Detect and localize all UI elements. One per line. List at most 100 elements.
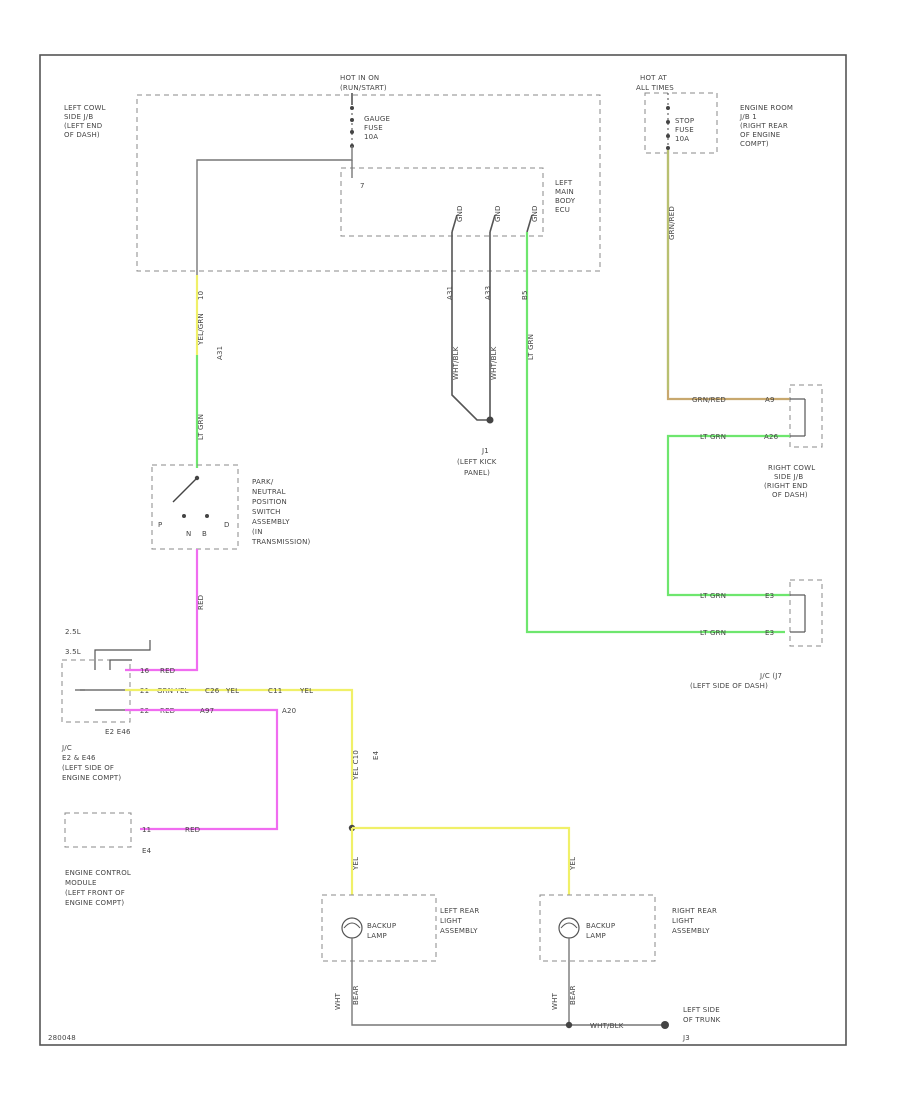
diagram-frame — [39, 54, 847, 1046]
wire-wht-left: WHT — [334, 992, 342, 1010]
jc-engine-switch — [94, 640, 151, 670]
svg-text:D: D — [224, 521, 230, 529]
wire-yel-c: C11 — [268, 687, 282, 695]
wire-lamps-ground — [351, 938, 665, 1026]
wire-ltgrn-ecu: LT GRN — [527, 334, 535, 360]
gauge-fuse-icon — [350, 106, 354, 148]
pin-lamp-split: YEL C10 — [352, 750, 360, 781]
wire-yel-b: YEL — [225, 687, 239, 695]
jc-pins-label: E2 E46 — [105, 728, 131, 736]
wire-jc-to-ecm — [125, 708, 279, 831]
stop-fuse-label: STOP FUSE 10A — [675, 117, 697, 143]
wire-right-cowl-to-jc7 — [666, 434, 790, 597]
ecu-switch-c — [526, 214, 533, 233]
pin-lamp-split-b: E4 — [372, 750, 380, 760]
left-backup-lamp-label: BACKUP LAMP — [367, 922, 399, 940]
wire-ecu-to-jc7 — [525, 232, 785, 634]
pin-left-lamp: BEAR — [352, 985, 360, 1005]
hot-run-sub: (RUN/START) — [340, 84, 387, 92]
ecu-switch-a — [451, 214, 458, 233]
wire-grn-red-vertical: GRN/RED — [668, 206, 676, 240]
jc-engine-label: J/C E2 & E46 (LEFT SIDE OF ENGINE COMPT) — [61, 744, 121, 782]
wire-red-a: RED — [160, 667, 175, 675]
wire-yel-grn-label: YEL/GRN — [197, 313, 205, 346]
pin-jc7-b: E3 — [765, 629, 774, 637]
ground-j1-label: J1 (LEFT KICK PANEL) — [457, 447, 499, 477]
engine-3-5-label: 3.5L — [65, 648, 81, 656]
pin-ecu-in: 7 — [360, 182, 365, 190]
pin-ecu-a: GND — [456, 205, 464, 222]
jc7-label: J/C (J7 (LEFT SIDE OF DASH) — [690, 672, 785, 690]
wire-yel-a: C26 — [205, 687, 220, 695]
diagram-id: 280048 — [48, 1034, 76, 1042]
left-rear-light-label: LEFT REAR LIGHT ASSEMBLY — [440, 907, 482, 935]
pnp-switch-box — [151, 464, 239, 550]
svg-text:B: B — [202, 530, 207, 538]
hot-at-all-times-label: HOT AT ALL TIMES — [636, 74, 674, 92]
ground-j1-dot — [486, 416, 494, 424]
wire-grn-red-horizontal: GRN/RED — [692, 396, 726, 404]
engine-room-jb-box — [644, 92, 718, 154]
wire-ltgrn-b: LT GRN — [700, 592, 726, 600]
pnp-positions: P N B D — [158, 521, 230, 538]
wire-stop-to-right-cowl — [666, 150, 790, 401]
pin-jc-a: 16 — [140, 667, 150, 675]
wire-lt-grn-pnp-label: LT GRN — [197, 414, 205, 440]
ground-trunk-id: J3 — [682, 1034, 690, 1042]
wire-fuse-to-pnp — [196, 146, 353, 275]
ecm-label: ENGINE CONTROL MODULE (LEFT FRONT OF ENG… — [65, 869, 133, 907]
wire-pnp-to-jc — [125, 549, 199, 672]
jc-engine-switch-b — [109, 659, 132, 670]
wire-wht-blk-a: WHT/BLK — [452, 346, 460, 380]
pnp-switch-arm — [172, 477, 198, 503]
pin-ecu-c-conn: B5 — [521, 290, 529, 300]
wire-wht-right: WHT — [551, 992, 559, 1010]
ecu-switch-b — [489, 214, 496, 233]
wire-yel-left-lamp: YEL — [352, 857, 360, 871]
left-rear-light-box — [321, 894, 437, 962]
pin-ecu-a-conn: A31 — [446, 286, 454, 300]
gauge-fuse-label: GAUGE FUSE 10A — [364, 115, 393, 141]
stop-fuse-icon — [666, 93, 670, 150]
left-backup-lamp-icon — [341, 917, 363, 939]
wire-wht-blk-b: WHT/BLK — [490, 346, 498, 380]
ecm-box — [64, 812, 132, 848]
left-cowl-jb-box — [136, 94, 601, 272]
wire-yel-right-lamp: YEL — [569, 857, 577, 871]
wire-ecu-ground-a — [451, 232, 490, 421]
right-rear-light-box — [539, 894, 656, 962]
pin-ecu-b: GND — [494, 205, 502, 222]
right-backup-lamp-label: BACKUP LAMP — [586, 922, 618, 940]
svg-text:N: N — [186, 530, 191, 538]
ground-junction-dot — [565, 1021, 573, 1029]
wire-wht-blk-ground: WHT/BLK — [590, 1022, 624, 1030]
pin-ecm-a: 11 — [142, 826, 151, 834]
svg-text:P: P — [158, 521, 162, 529]
pin-jc-d: A97 — [200, 707, 214, 715]
pin-jc7-a: E3 — [765, 592, 774, 600]
pnp-switch-label: PARK/ NEUTRAL POSITION SWITCH ASSEMBLY (… — [251, 478, 311, 546]
wire-ltgrn-c: LT GRN — [700, 629, 726, 637]
right-cowl-jb-box — [789, 384, 823, 448]
ground-trunk-dot — [661, 1021, 669, 1029]
engine-room-jb-label: ENGINE ROOM J/B 1 (RIGHT REAR OF ENGINE … — [739, 104, 796, 148]
pin-ecu-b-conn: A33 — [484, 286, 492, 300]
left-cowl-jb-label: LEFT COWL SIDE J/B (LEFT END OF DASH) — [64, 104, 108, 139]
jc7-box — [789, 579, 823, 647]
wire-red-ecm: RED — [185, 826, 200, 834]
wire-yel-d: YEL — [299, 687, 313, 695]
wire-jc-to-lamps — [125, 688, 354, 828]
pin-ecu-c: GND — [531, 205, 539, 222]
pin-right-lamp: BEAR — [569, 985, 577, 1005]
pin-pnp-in: A31 — [216, 346, 224, 360]
wire-red-pnp: RED — [197, 595, 205, 610]
ecm-pin-label: E4 — [142, 847, 152, 855]
left-main-body-ecu-label: LEFT MAIN BODY ECU — [555, 179, 578, 214]
pin-right-cowl-a: A9 — [765, 396, 775, 404]
pin-right-cowl-b: A26 — [764, 433, 779, 441]
wire-to-right-lamp — [352, 826, 571, 895]
ground-trunk-label: LEFT SIDE OF TRUNK — [683, 1006, 722, 1024]
right-cowl-jb-label: RIGHT COWL SIDE J/B (RIGHT END OF DASH) — [764, 464, 818, 499]
right-rear-light-label: RIGHT REAR LIGHT ASSEMBLY — [672, 907, 720, 935]
